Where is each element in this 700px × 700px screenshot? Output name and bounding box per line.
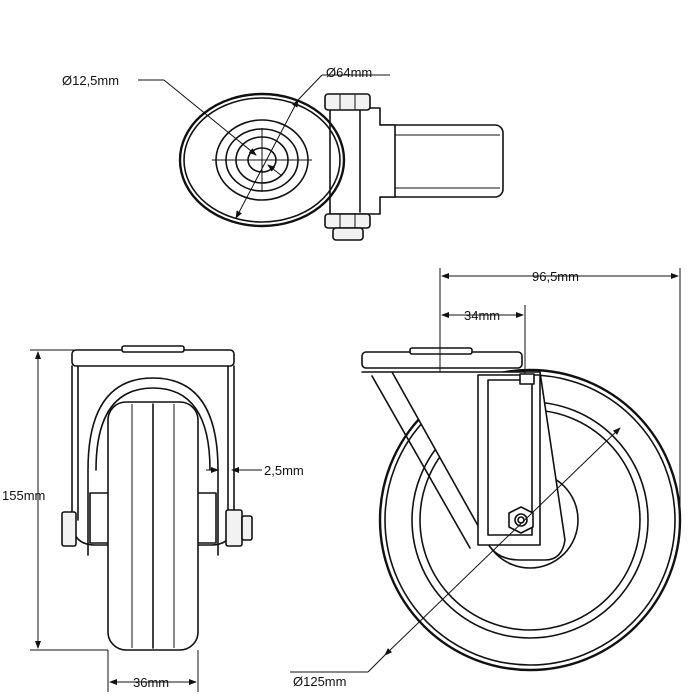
overall-height-label: 155mm	[2, 488, 45, 503]
plate-gap-label: 2,5mm	[264, 463, 304, 478]
offset-label: 34mm	[464, 308, 500, 323]
overall-length-label: 96,5mm	[532, 269, 579, 284]
bolt-hole-diameter-label: Ø12,5mm	[62, 73, 119, 88]
top-plate	[178, 92, 346, 228]
top-view-axle-nut-bottom	[324, 213, 371, 229]
wheel-diameter-label: Ø125mm	[293, 674, 346, 689]
front-view-fork	[71, 365, 235, 521]
top-view-axle-nut-top	[324, 93, 371, 111]
front-view: 155mm 2,5mm 36mm	[2, 345, 304, 692]
side-view-axle-nut	[508, 506, 534, 534]
wheel-width-label: 36mm	[133, 675, 169, 690]
top-plate-diameter-label: Ø64mm	[326, 65, 372, 80]
top-view: Ø12,5mm Ø64mm	[62, 65, 504, 241]
side-view: 96,5mm 34mm Ø125mm	[290, 268, 682, 689]
